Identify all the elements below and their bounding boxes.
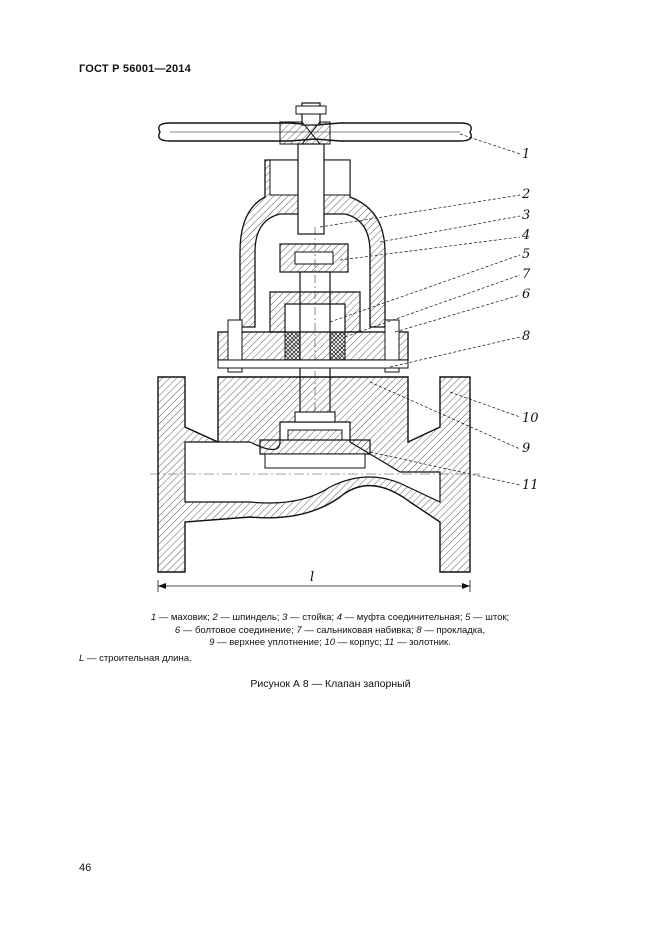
callout-6: 6 xyxy=(522,287,530,302)
length-dimension: l xyxy=(157,570,471,592)
coupling xyxy=(279,243,349,273)
callout-7: 7 xyxy=(522,267,531,282)
page-number: 46 xyxy=(79,862,92,874)
figure-caption: Рисунок А 8 — Клапан запорный xyxy=(250,678,411,690)
callout-11: 11 xyxy=(522,478,539,493)
legend-num: 6 xyxy=(174,624,181,636)
figure-legend: 1 — маховик; 2 — шпиндель; 3 — стойка; 4… xyxy=(90,612,570,650)
legend-line-3: 9 — верхнее уплотнение; 10 — корпус; 11 … xyxy=(90,637,570,650)
callout-3: 3 xyxy=(522,208,530,223)
bonnet-flange xyxy=(217,319,409,373)
legend-line-1: 1 — маховик; 2 — шпиндель; 3 — стойка; 4… xyxy=(90,612,570,625)
disc xyxy=(259,411,371,469)
legend-text: — маховик; xyxy=(156,612,213,623)
note-symbol: L xyxy=(79,653,85,664)
callout-4: 4 xyxy=(521,228,530,243)
legend-text: — муфта соединительная; xyxy=(342,612,466,623)
note-text: — строительная длина. xyxy=(84,653,192,664)
callout-labels: 1 2 3 4 5 7 6 8 10 9 11 xyxy=(521,147,539,493)
legend-text: — прокладка, xyxy=(421,624,486,636)
legend-num: 9 xyxy=(209,637,215,648)
leader-lines xyxy=(319,133,521,486)
legend-text: — шпиндель; xyxy=(217,612,283,623)
callout-8: 8 xyxy=(522,329,530,344)
callout-5: 5 xyxy=(522,247,530,262)
legend-num: 3 xyxy=(282,612,288,623)
legend-num: 2 xyxy=(212,612,218,623)
legend-num: 4 xyxy=(336,612,343,623)
callout-2: 2 xyxy=(521,187,530,202)
legend-text: — стойка; xyxy=(287,612,337,623)
yoke xyxy=(239,143,386,328)
legend-text: — сальниковая набивка; xyxy=(301,624,417,636)
legend-num: 10 xyxy=(324,637,336,648)
legend-text: — верхнее уплотнение; xyxy=(214,637,325,648)
handwheel xyxy=(158,102,472,145)
legend-line-2: 6 — болтовое соединение; 7 — сальниковая… xyxy=(90,625,570,638)
legend-num: 11 xyxy=(384,637,395,648)
legend-text: — золотник. xyxy=(394,637,451,648)
valve-body xyxy=(150,376,480,573)
legend-num: 5 xyxy=(465,612,471,623)
legend-num: 1 xyxy=(150,612,157,623)
callout-1: 1 xyxy=(522,147,530,162)
callout-9: 9 xyxy=(522,441,530,456)
valve-drawing: l 1 2 3 4 5 7 6 8 10 9 11 xyxy=(150,102,539,592)
callout-10: 10 xyxy=(522,411,539,426)
dimension-label: l xyxy=(310,570,314,585)
length-note: L — строительная длина. xyxy=(79,653,192,664)
legend-num: 8 xyxy=(416,624,422,636)
legend-text: — шток; xyxy=(470,612,510,623)
legend-text: — болтовое соединение; xyxy=(180,624,297,636)
document-header: ГОСТ Р 56001—2014 xyxy=(79,63,191,75)
legend-num: 7 xyxy=(296,624,302,636)
legend-text: — корпус; xyxy=(335,637,385,648)
